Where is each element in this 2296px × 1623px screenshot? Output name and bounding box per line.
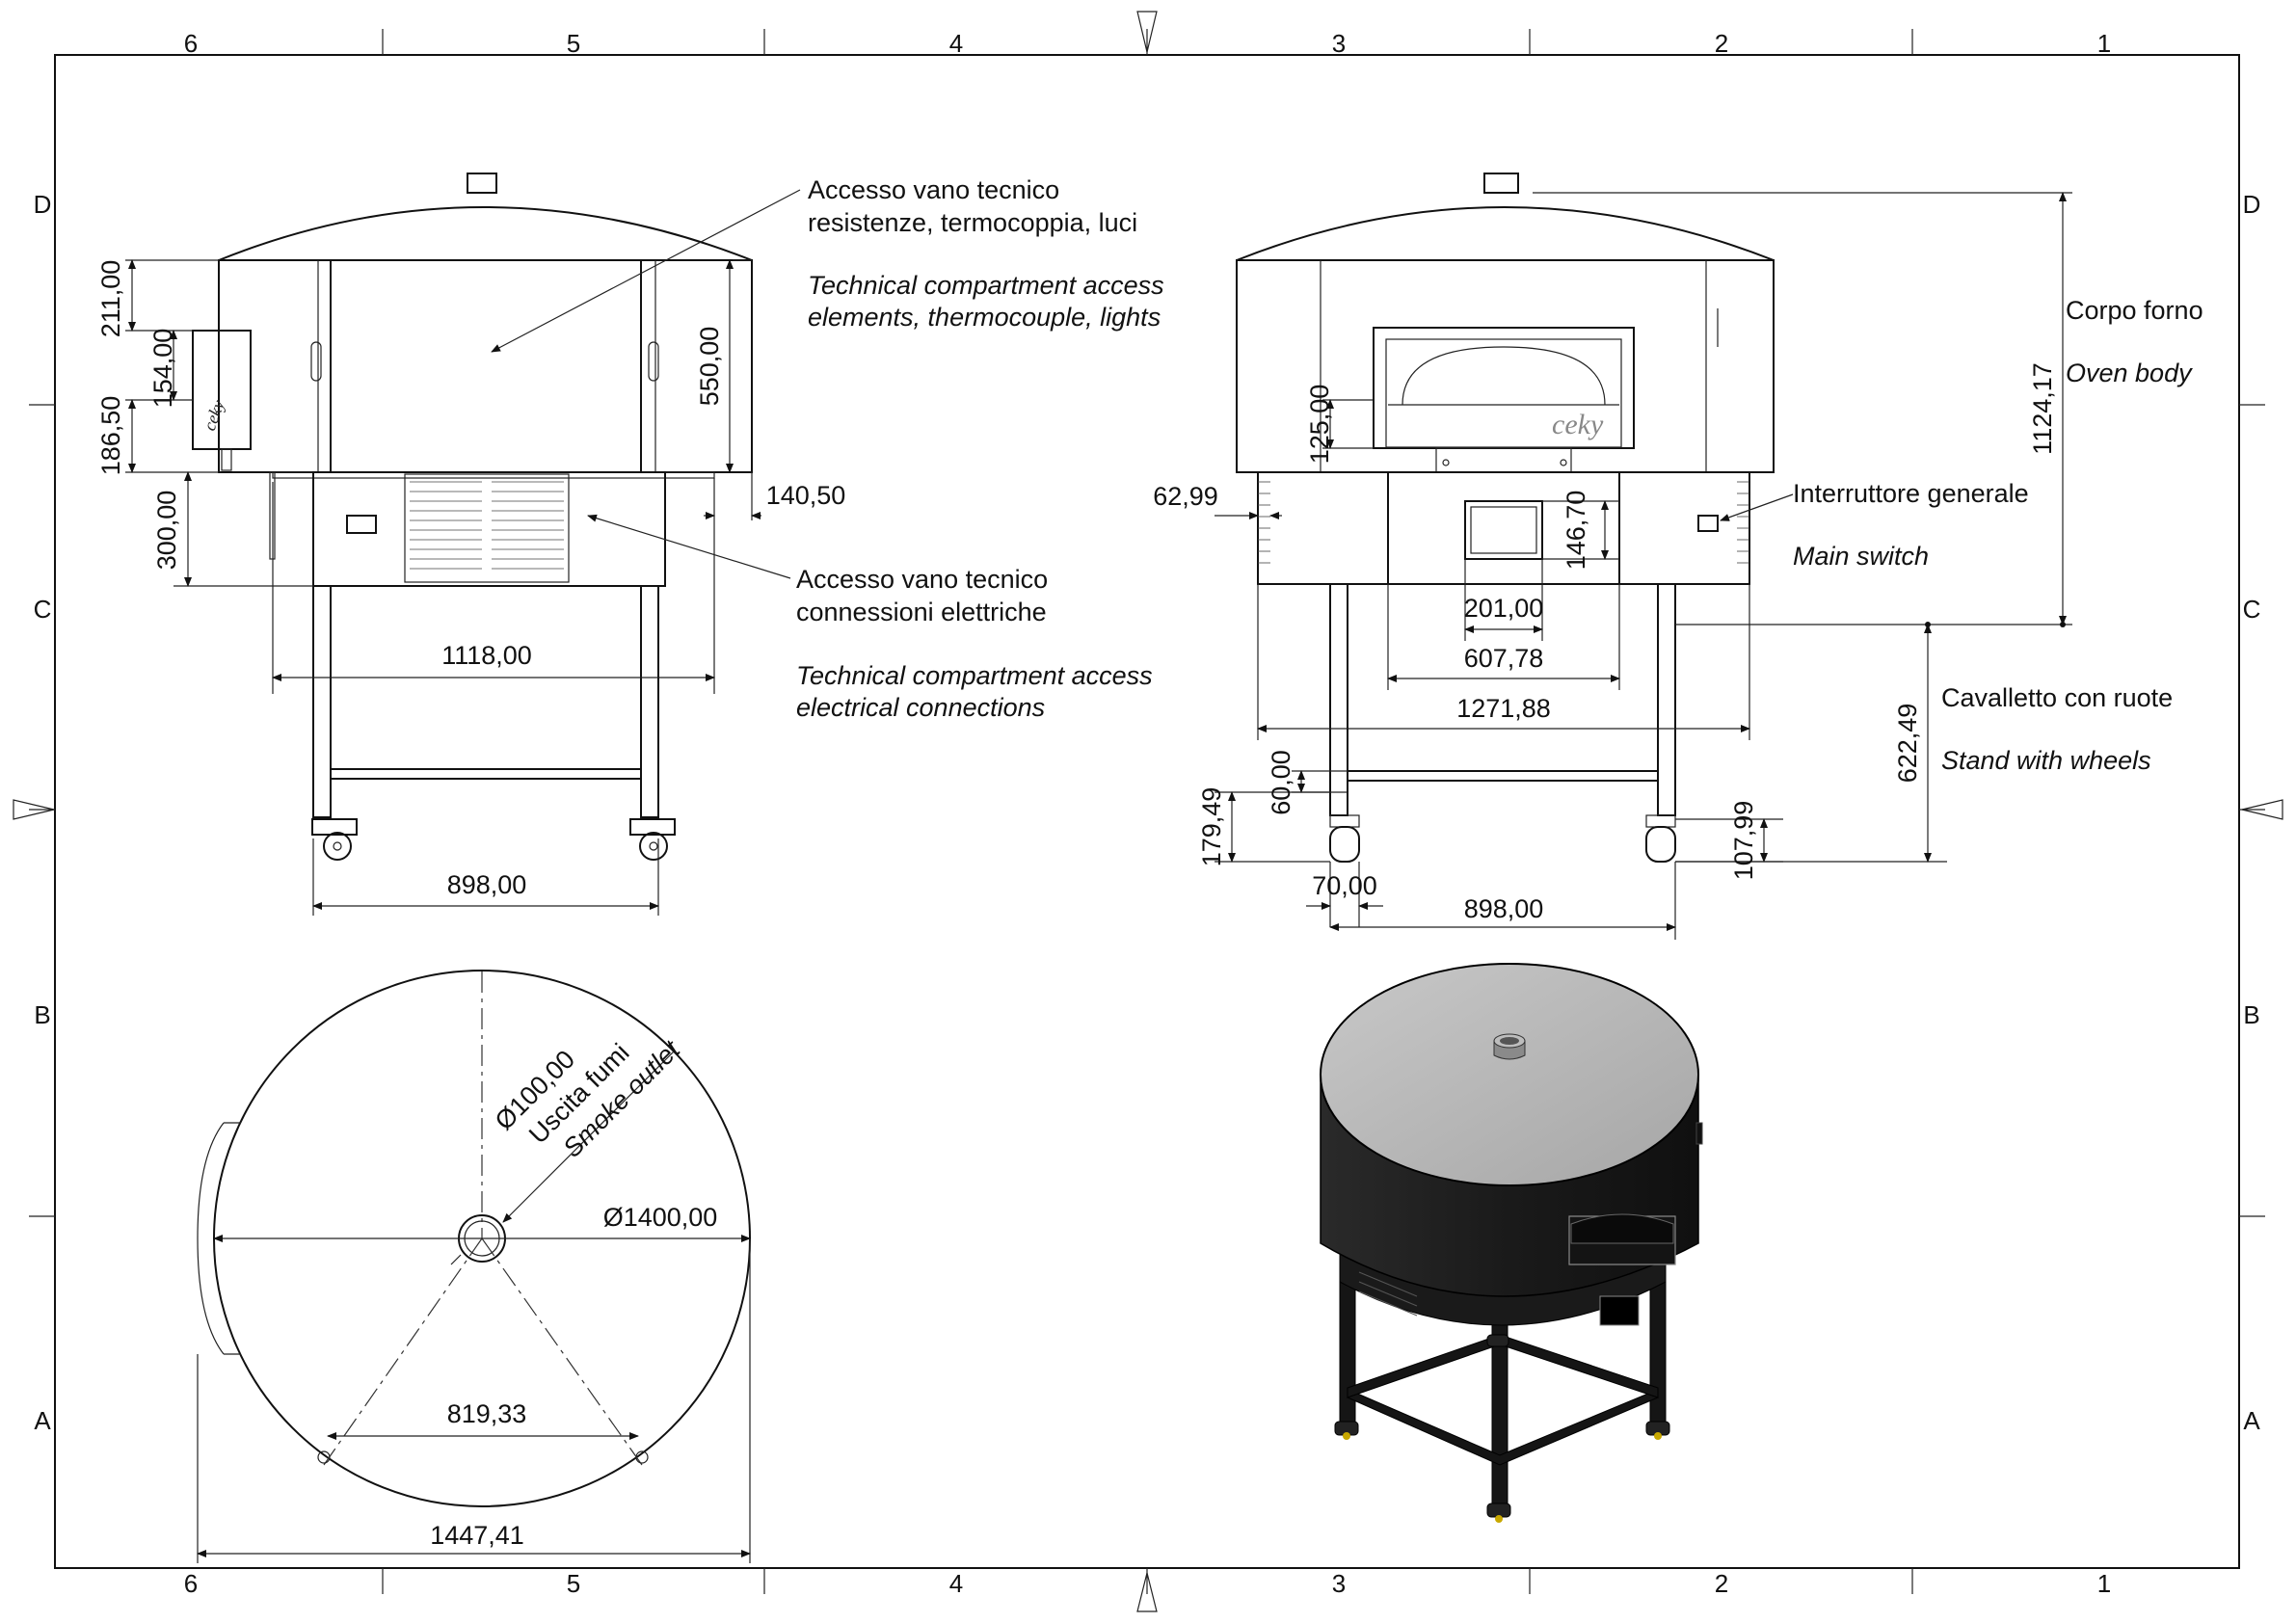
iso-oven-top [1320, 963, 1699, 1186]
sheet-frame [13, 11, 2283, 1612]
grid-row-label: C [2243, 595, 2261, 624]
callout-smoke-outlet: Ø100,00 Uscita fumi Smoke outlet [490, 1034, 686, 1163]
grid-row-label: C [34, 595, 52, 624]
grid-row-label: B [2243, 1000, 2259, 1029]
dim-label: 898,00 [447, 870, 527, 899]
callout-main-switch: Interruttore generale Main switch [1793, 479, 2029, 571]
grid-col-label: 3 [1332, 1569, 1346, 1598]
dim-label: 898,00 [1464, 894, 1544, 923]
dim-label: 60,00 [1267, 750, 1295, 815]
grid-row-label: D [34, 190, 52, 219]
control-box [192, 330, 252, 450]
logo-text: ceky [200, 397, 228, 433]
dim-label: 201,00 [1464, 594, 1544, 623]
main-switch-icon [1697, 515, 1719, 532]
grid-column-labels-bottom: 6 5 4 3 2 1 [184, 1569, 2111, 1598]
callout-text: Accesso vano tecnico [808, 175, 1059, 204]
top-view: Ø1400,00 819,33 1447,41 [197, 970, 751, 1563]
dim-label: 1124,17 [2028, 362, 2057, 455]
dim-label: 186,50 [96, 396, 125, 476]
dim-label: 62,99 [1153, 482, 1218, 511]
callout-text: Technical compartment access [808, 271, 1164, 300]
callout-text: Accesso vano tecnico [796, 565, 1048, 594]
callout-text: Main switch [1793, 542, 1929, 571]
grid-col-label: 3 [1332, 29, 1346, 58]
dim-label: Ø1400,00 [603, 1203, 718, 1232]
dim-label: 819,33 [447, 1399, 527, 1428]
dim-label: 154,00 [148, 329, 177, 409]
grid-col-label: 5 [567, 1569, 580, 1598]
side-view: ceky [96, 173, 845, 916]
callout-text: resistenze, termocoppia, luci [808, 208, 1137, 237]
grid-row-label: B [34, 1000, 50, 1029]
dim-label: 211,00 [96, 260, 125, 338]
dim-label: 125,00 [1305, 385, 1334, 465]
front-view: ceky [1153, 173, 2072, 940]
grid-col-label: 5 [567, 29, 580, 58]
grid-col-label: 1 [2097, 1569, 2111, 1598]
stand-side [311, 585, 676, 861]
callout-tech-access-top: Accesso vano tecnico resistenze, termoco… [808, 175, 1164, 332]
grid-row-label: A [34, 1406, 51, 1435]
dim-label: 550,00 [695, 327, 724, 407]
grid-col-label: 4 [949, 29, 963, 58]
grid-row-label: D [2243, 190, 2261, 219]
callout-text: Technical compartment access [796, 661, 1153, 690]
dim-label: 1447,41 [430, 1521, 524, 1550]
tech-access-bottom-hatch [312, 471, 666, 587]
callout-text: Cavalletto con ruote [1941, 683, 2173, 712]
dim-label: 70,00 [1312, 871, 1377, 900]
dim-label: 179,49 [1197, 787, 1226, 867]
logo-text: ceky [1552, 409, 1604, 440]
grid-col-label: 6 [184, 29, 198, 58]
grid-column-labels-top: 6 5 4 3 2 1 [184, 29, 2111, 58]
callout-text: Corpo forno [2066, 296, 2203, 325]
grid-col-label: 2 [1715, 1569, 1728, 1598]
dim-label: 140,50 [766, 481, 846, 510]
callout-text: Interruttore generale [1793, 479, 2029, 508]
grid-row-labels-left: D C B A [34, 190, 52, 1435]
switch-icon [346, 515, 377, 534]
dim-label: 607,78 [1464, 644, 1544, 673]
grid-col-label: 4 [949, 1569, 963, 1598]
dim-label: 1118,00 [441, 641, 532, 670]
callout-oven-body: Corpo forno Oven body [2066, 296, 2203, 387]
callout-text: connessioni elettriche [796, 598, 1047, 626]
dim-label: 1271,88 [1456, 694, 1551, 723]
callout-text: elements, thermocouple, lights [808, 303, 1161, 332]
grid-row-label: A [2243, 1406, 2260, 1435]
grid-col-label: 2 [1715, 29, 1728, 58]
tech-access-top-hatch [330, 259, 642, 473]
iso-leg [1491, 1295, 1508, 1509]
dim-label: 622,49 [1893, 704, 1922, 784]
grid-col-label: 1 [2097, 29, 2111, 58]
dim-label: 300,00 [152, 491, 181, 571]
callout-text: Stand with wheels [1941, 746, 2151, 775]
stand-front [1329, 583, 1676, 863]
callout-text: Oven body [2066, 359, 2193, 387]
dim-label: 146,70 [1562, 491, 1590, 571]
grid-col-label: 6 [184, 1569, 198, 1598]
grid-row-labels-right: D C B A [2243, 190, 2261, 1435]
callout-tech-access-bottom: Accesso vano tecnico connessioni elettri… [796, 565, 1153, 722]
dim-label: 107,99 [1729, 801, 1758, 881]
callout-text: electrical connections [796, 693, 1045, 722]
control-display [1464, 500, 1543, 560]
isometric-view [1320, 963, 1703, 1523]
callout-stand: Cavalletto con ruote Stand with wheels [1941, 683, 2173, 775]
